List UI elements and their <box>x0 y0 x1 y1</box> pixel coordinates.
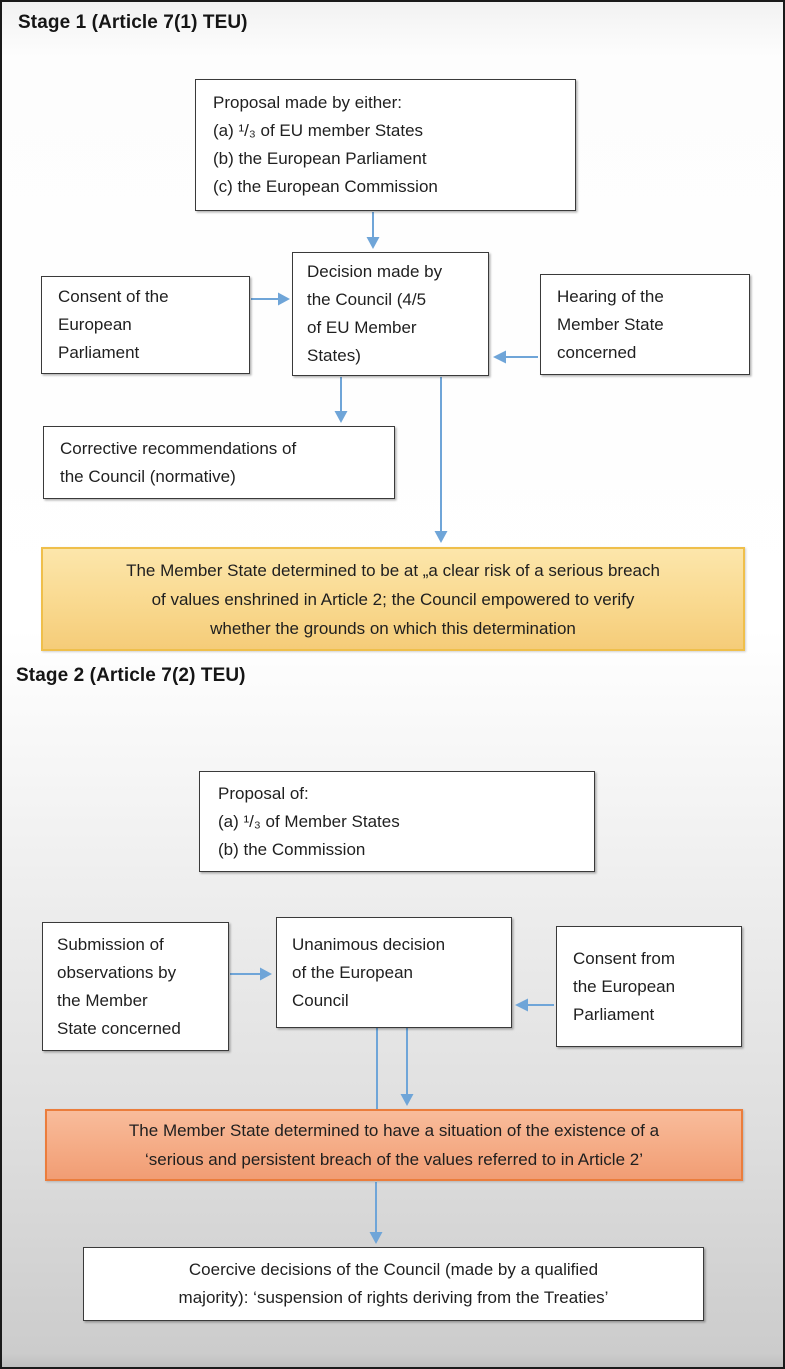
arrow-stage2-outcome-to-coercive-icon <box>369 1182 383 1244</box>
arrow-hearing-to-decision-icon <box>493 350 538 364</box>
stage1-consent-text: Consent of the European Parliament <box>58 287 169 362</box>
stage2-outcome-text: The Member State determined to have a si… <box>128 1121 660 1169</box>
arrow-submission-to-unanimous-icon <box>230 967 272 981</box>
stage1-heading: Stage 1 (Article 7(1) TEU) <box>18 12 248 33</box>
stage1-consent-box: Consent of the European Parliament <box>41 276 250 374</box>
arrow-decision-to-corrective-icon <box>334 377 348 423</box>
stage2-coercive-text: Coercive decisions of the Council (made … <box>178 1260 609 1307</box>
stage1-proposal-box: Proposal made by either: (a) ¹/₃ of EU m… <box>195 79 576 211</box>
arrow-stage1-proposal-to-decision-icon <box>366 212 380 249</box>
stage1-decision-box: Decision made by the Council (4/5 of EU … <box>292 252 489 376</box>
stage2-outcome-box: The Member State determined to have a si… <box>45 1109 743 1181</box>
arrow-consent-to-decision-icon <box>251 292 290 306</box>
arrow-consent2-to-unanimous-icon <box>515 998 554 1012</box>
stage2-consent-box: Consent from the European Parliament <box>556 926 742 1047</box>
stage2-proposal-box: Proposal of: (a) ¹/₃ of Member States (b… <box>199 771 595 872</box>
stage1-outcome-box: The Member State determined to be at „a … <box>41 547 745 651</box>
stage1-proposal-text: Proposal made by either: (a) ¹/₃ of EU m… <box>213 93 438 196</box>
stage1-hearing-box: Hearing of the Member State concerned <box>540 274 750 375</box>
stage2-submission-text: Submission of observations by the Member… <box>57 934 181 1038</box>
arrow-unanimous-to-stage2-outcome-icon <box>400 1028 414 1106</box>
stage2-heading: Stage 2 (Article 7(2) TEU) <box>16 665 246 686</box>
stage1-outcome-text: The Member State determined to be at „a … <box>126 560 660 638</box>
stage2-proposal-text: Proposal of: (a) ¹/₃ of Member States (b… <box>218 783 400 859</box>
stage1-corrective-text: Corrective recommendations of the Counci… <box>60 438 297 486</box>
stage2-consent-text: Consent from the European Parliament <box>573 948 676 1024</box>
stage1-corrective-box: Corrective recommendations of the Counci… <box>43 426 395 499</box>
stage1-decision-text: Decision made by the Council (4/5 of EU … <box>307 262 443 365</box>
stage2-unanimous-text: Unanimous decision of the European Counc… <box>292 934 446 1010</box>
stage2-unanimous-box: Unanimous decision of the European Counc… <box>276 917 512 1028</box>
stage2-coercive-box: Coercive decisions of the Council (made … <box>83 1247 704 1321</box>
arrow-decision-to-stage1-outcome-icon <box>434 377 448 543</box>
stage1-hearing-text: Hearing of the Member State concerned <box>557 286 664 362</box>
stage2-submission-box: Submission of observations by the Member… <box>42 922 229 1051</box>
